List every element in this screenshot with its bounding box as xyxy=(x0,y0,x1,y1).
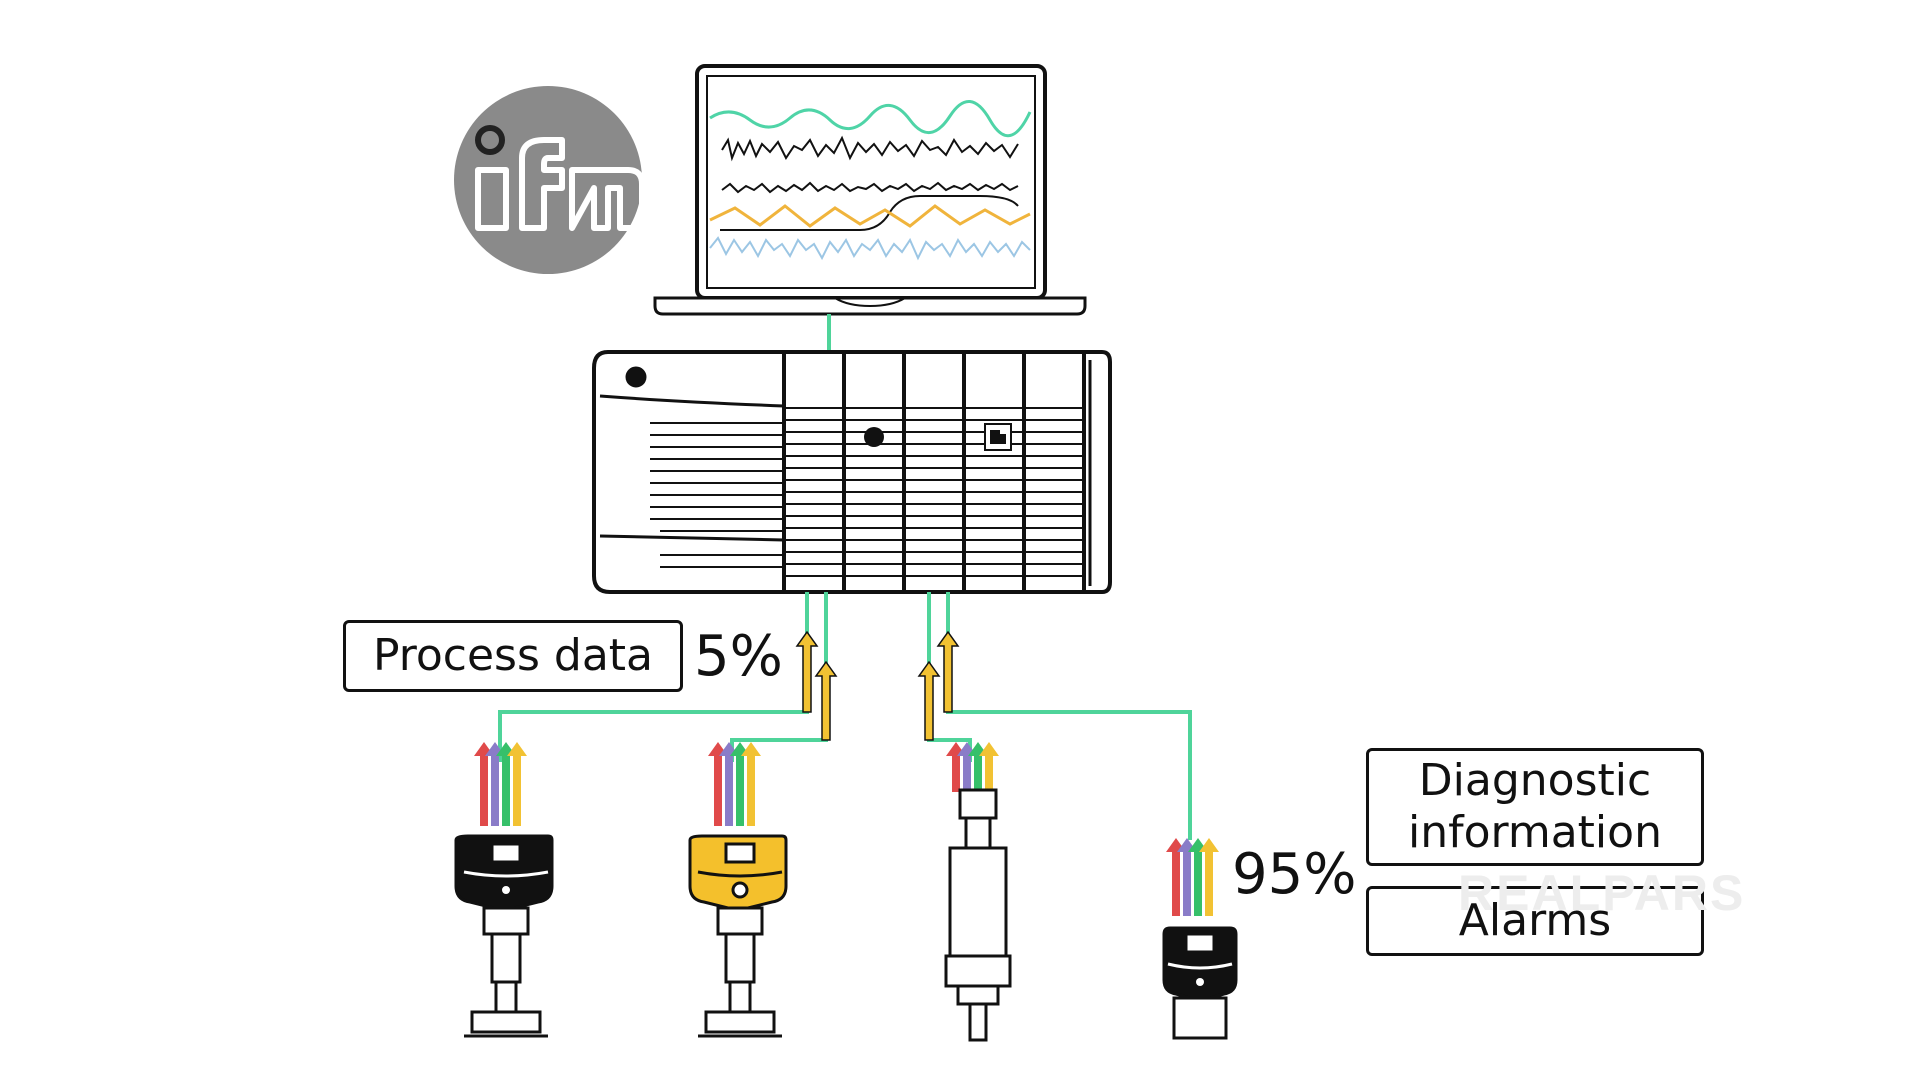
process-data-arrows xyxy=(795,630,960,741)
signal-arrows-4 xyxy=(1166,838,1219,916)
compact-sensor xyxy=(1162,926,1238,1040)
plc-rack xyxy=(592,350,1112,594)
signal-arrows-2 xyxy=(708,742,761,826)
process-data-label: Process data xyxy=(343,620,683,692)
watermark: REALPARS xyxy=(1458,865,1746,921)
laptop xyxy=(653,64,1087,316)
process-data-percent: 5% xyxy=(694,624,783,689)
plc-modules xyxy=(782,350,1112,594)
cylindrical-transmitter xyxy=(944,788,1012,1042)
signal-arrows-1 xyxy=(474,742,527,826)
alarms-text: Alarms xyxy=(1458,895,1612,947)
diagnostic-information-label: Diagnostic information xyxy=(1366,748,1704,866)
signal-arrows-3 xyxy=(946,742,999,792)
pressure-sensor-yellow xyxy=(688,834,788,1038)
diagnostic-percent: 95% xyxy=(1232,842,1357,907)
process-data-text: Process data xyxy=(372,630,653,682)
diagnostic-line-2: information xyxy=(1408,807,1662,858)
ifm-logo xyxy=(454,86,645,274)
monitor-trends xyxy=(709,99,1032,261)
diagnostic-line-1: Diagnostic xyxy=(1418,755,1652,807)
pressure-sensor-black xyxy=(454,834,554,1038)
alarms-label: Alarms xyxy=(1366,886,1704,956)
